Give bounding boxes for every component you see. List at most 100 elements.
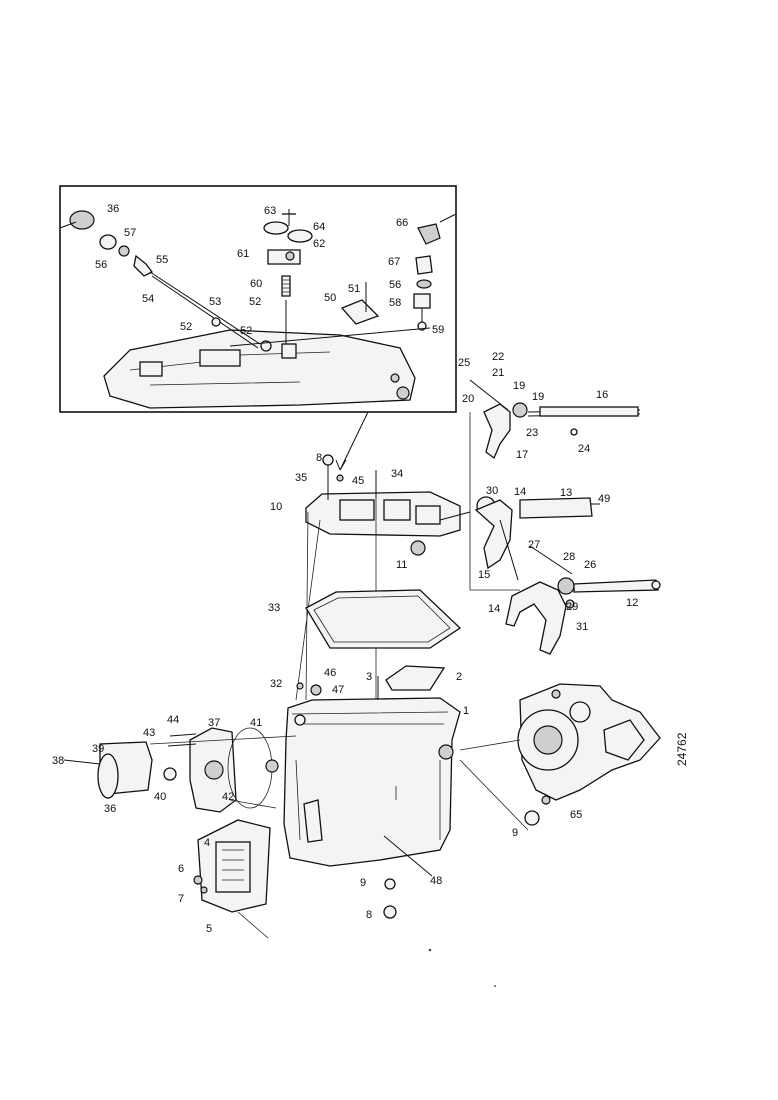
callout-label: 43: [143, 727, 155, 739]
callout-label: 35: [295, 472, 307, 484]
callout-label: 13: [560, 487, 572, 499]
callout-label: 65: [570, 809, 582, 821]
callout-label: 9: [512, 827, 518, 839]
callout-label: 63: [264, 205, 276, 217]
callout-label: 59: [432, 324, 444, 336]
callout-label: 54: [142, 293, 154, 305]
small-cover-plate: [385, 665, 446, 691]
top-cover: [305, 454, 471, 556]
callout-label: 15: [478, 569, 490, 581]
drain-plug: [384, 878, 396, 890]
main-housing: [283, 676, 461, 867]
callout-label: 49: [598, 493, 610, 505]
callout-label: 11: [396, 559, 407, 571]
callout-label: 41: [250, 717, 262, 729]
inset-frame: [59, 185, 457, 413]
callout-label: 42: [222, 791, 234, 803]
callout-label: 57: [124, 227, 136, 239]
callout-label: 5: [206, 923, 212, 935]
inset-center-plunger: [263, 209, 313, 359]
callout-label: 39: [92, 743, 104, 755]
callout-label: 32: [270, 678, 282, 690]
callout-label: 6: [178, 863, 184, 875]
callout-label: 4: [204, 837, 210, 849]
callout-label: 64: [313, 221, 325, 233]
callout-label: 9: [360, 877, 366, 889]
callout-label: 3: [366, 671, 372, 683]
callout-label: 62: [313, 238, 325, 250]
upper-shift-fork: [469, 379, 641, 460]
callout-label: 60: [250, 278, 262, 290]
callout-label: 36: [104, 803, 116, 815]
fork-bracket-line: [469, 412, 520, 591]
pto-housing-unit: [459, 683, 661, 831]
callout-label: 14: [514, 486, 526, 498]
callout-label: 50: [324, 292, 336, 304]
callout-label: 40: [154, 791, 166, 803]
callout-label: 31: [576, 621, 588, 633]
callout-label: 17: [516, 449, 528, 461]
callout-label: 16: [596, 389, 608, 401]
callout-label: 10: [270, 501, 282, 513]
callout-label: 58: [389, 297, 401, 309]
callout-label: 34: [391, 468, 403, 480]
callout-label: 38: [52, 755, 64, 767]
callout-label: 26: [584, 559, 596, 571]
callout-label: 24: [578, 443, 590, 455]
callout-label: 22: [492, 351, 504, 363]
callout-label: 46: [324, 667, 336, 679]
callout-label: 19: [513, 380, 525, 392]
callout-label: 19: [532, 391, 544, 403]
callout-label: 44: [167, 714, 179, 726]
callout-label: 67: [388, 256, 400, 268]
callout-labels: 36 57 56 55 54 53 52 52 63 64 61 62 60 5…: [52, 203, 638, 935]
callout-label: 27: [528, 539, 540, 551]
inset-left-shift-assembly: [59, 210, 272, 352]
callout-label: 47: [332, 684, 344, 696]
callout-label: 52: [249, 296, 261, 308]
callout-label: 25: [458, 357, 470, 369]
side-cover-plate: [193, 819, 271, 939]
callout-label: 12: [626, 597, 638, 609]
inset-pointer: [335, 411, 369, 471]
callout-label: 45: [352, 475, 364, 487]
figure-id: 24762: [675, 732, 689, 766]
callout-label: 7: [178, 893, 184, 905]
inset-small-plate: [340, 299, 380, 325]
callout-label: 8: [316, 452, 322, 464]
callout-label: 30: [486, 485, 498, 497]
callout-label: 52: [180, 321, 192, 333]
callout-label: 28: [563, 551, 575, 563]
callout-label: 61: [237, 248, 249, 260]
inset-right-shift-assembly: [229, 213, 457, 347]
callout-label: 33: [268, 602, 280, 614]
inset-detail: [59, 185, 457, 413]
rear-extension-assembly: [63, 727, 297, 813]
callout-label: 14: [488, 603, 500, 615]
lower-shift-fork: [505, 545, 661, 655]
callout-label: 53: [209, 296, 221, 308]
inset-cover-plate: [103, 329, 416, 409]
callout-label: 51: [348, 283, 360, 295]
callout-label: 21: [492, 367, 504, 379]
callout-label: 2: [456, 671, 462, 683]
callout-label: 29: [566, 601, 578, 613]
print-mark: [494, 985, 496, 987]
print-mark: [428, 948, 432, 952]
callout-label: 52: [240, 325, 252, 337]
cover-gasket: [305, 589, 462, 649]
callout-label: 20: [462, 393, 474, 405]
callout-label: 23: [526, 427, 538, 439]
callout-label: 8: [366, 909, 372, 921]
middle-shift-fork: [474, 496, 600, 581]
callout-label: 36: [107, 203, 119, 215]
callout-label: 48: [430, 875, 442, 887]
drain-washer: [383, 905, 397, 919]
callout-label: 55: [156, 254, 168, 266]
callout-label: 1: [463, 705, 469, 717]
callout-label: 66: [396, 217, 408, 229]
callout-label: 56: [389, 279, 401, 291]
callout-label: 37: [208, 717, 220, 729]
callout-label: 56: [95, 259, 107, 271]
